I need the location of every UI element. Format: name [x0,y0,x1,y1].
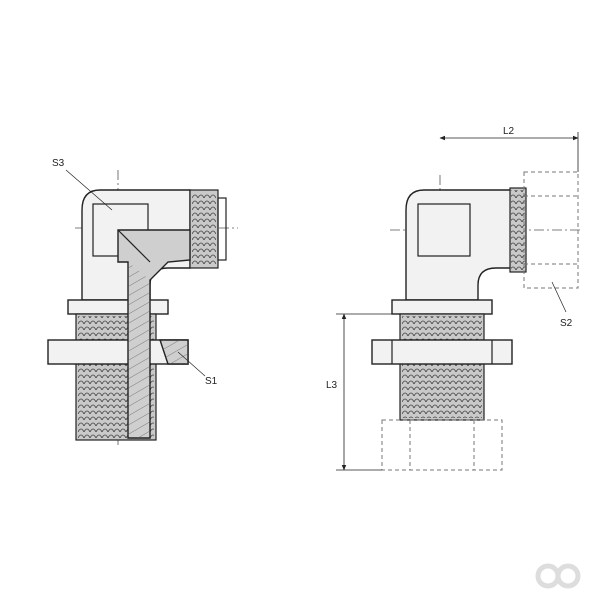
label-s3: S3 [52,158,65,169]
right-elbow-bore [417,203,471,257]
leader-s3 [65,169,113,211]
right-elbow-body [405,189,519,301]
leader-s1 [177,351,206,377]
right-lock-nut [371,339,513,365]
left-side-thread-pattern [192,192,216,266]
left-collar [67,299,169,315]
left-cutaway-edge [117,229,151,263]
left-view-sectioned-elbow: S3 S1 [47,158,238,445]
label-s1: S1 [205,376,218,387]
right-view-elbow: L2 S2 L3 [326,126,580,471]
right-collar [391,299,493,315]
left-cutaway-hatch [128,262,150,438]
left-nut-section-hatch [160,340,188,364]
leader-s2 [551,281,567,313]
label-l2: L2 [503,126,515,137]
label-l3: L3 [326,380,338,391]
infinity-logo-icon [535,563,581,589]
right-side-thread-pattern [511,190,525,270]
right-side-phantom-nut [523,171,579,289]
label-s2: S2 [560,318,573,329]
left-side-thread-lip [217,197,227,261]
right-thread-pattern [402,316,482,418]
right-bottom-phantom-nut [381,419,503,471]
